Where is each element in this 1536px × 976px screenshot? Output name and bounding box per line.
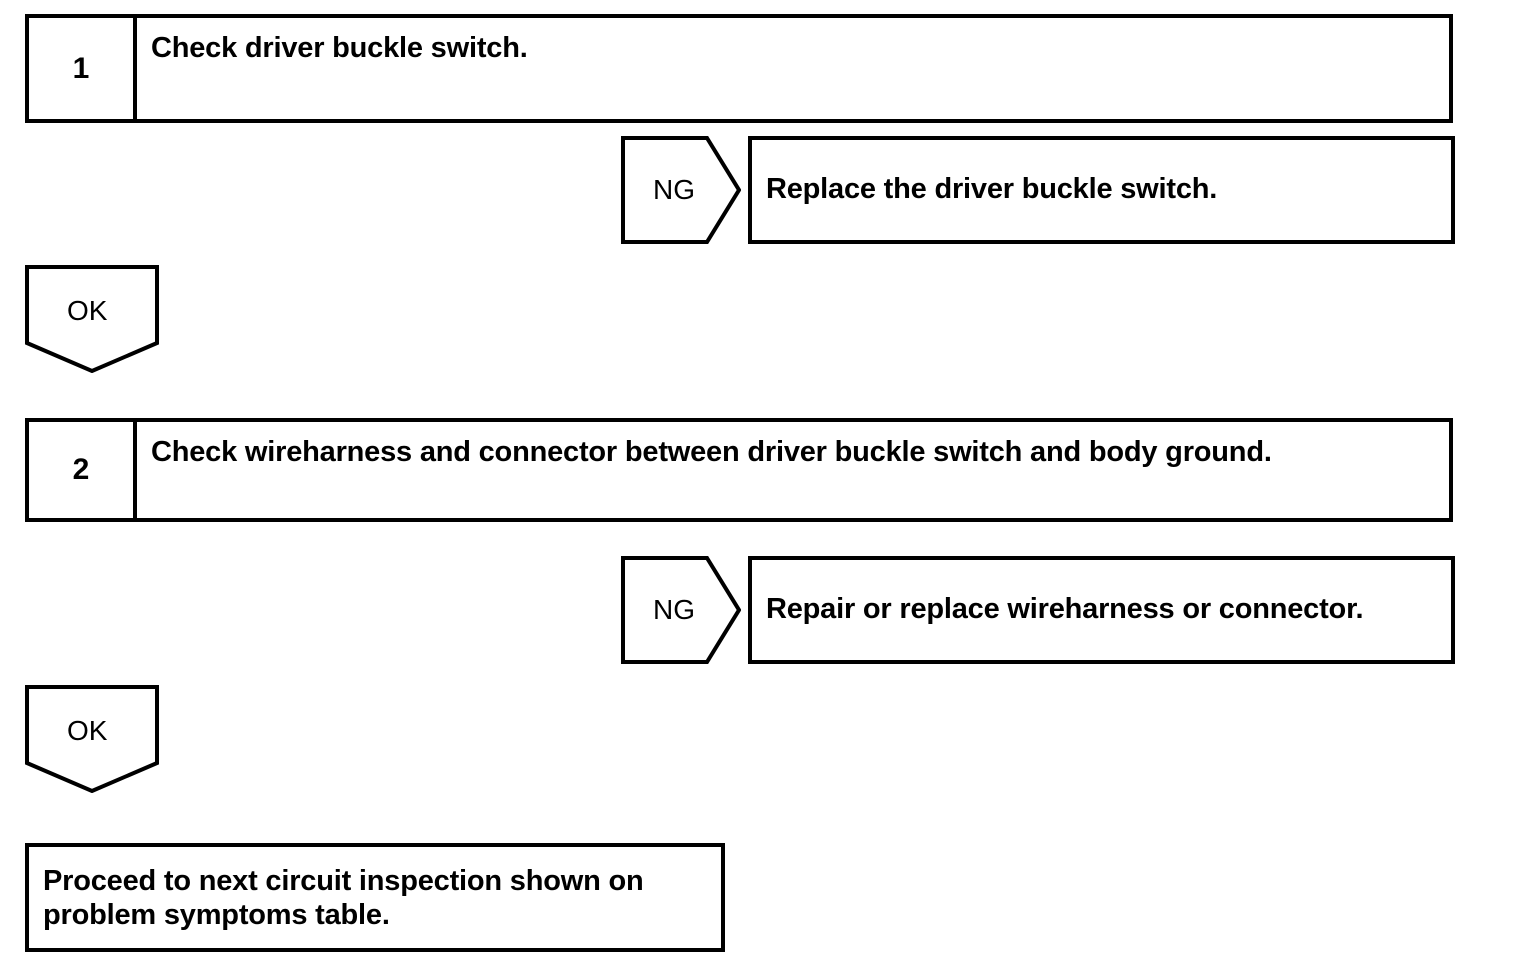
ok-arrow-shape bbox=[25, 685, 159, 793]
step-number-1: 1 bbox=[29, 18, 137, 119]
ng-arrow-shape bbox=[621, 136, 741, 244]
ok-tag-1[interactable]: OK bbox=[25, 265, 159, 373]
ng-action-box-1[interactable]: Replace the driver buckle switch. bbox=[748, 136, 1455, 244]
ok-tag-label-2: OK bbox=[67, 715, 108, 746]
ng-action-box-2[interactable]: Repair or replace wireharness or connect… bbox=[748, 556, 1455, 664]
ng-action-text-2: Repair or replace wireharness or connect… bbox=[766, 593, 1364, 626]
final-action-text: Proceed to next circuit inspection shown… bbox=[43, 865, 644, 931]
step-text-1: Check driver buckle switch. bbox=[151, 32, 528, 64]
ng-tag-2[interactable]: NG bbox=[621, 556, 741, 664]
ng-tag-1[interactable]: NG bbox=[621, 136, 741, 244]
final-action-box[interactable]: Proceed to next circuit inspection shown… bbox=[25, 843, 725, 952]
ng-tag-label-1: NG bbox=[653, 174, 695, 205]
step-number-2: 2 bbox=[29, 422, 137, 518]
ok-arrow-shape bbox=[25, 265, 159, 373]
ng-tag-label-2: NG bbox=[653, 594, 695, 625]
ok-tag-label-1: OK bbox=[67, 295, 108, 326]
ok-tag-2[interactable]: OK bbox=[25, 685, 159, 793]
ng-arrow-shape bbox=[621, 556, 741, 664]
step-box-1[interactable]: 1 Check driver buckle switch. bbox=[25, 14, 1453, 123]
step-box-2[interactable]: 2 Check wireharness and connector betwee… bbox=[25, 418, 1453, 522]
step-text-2: Check wireharness and connector between … bbox=[151, 436, 1272, 468]
ng-action-text-1: Replace the driver buckle switch. bbox=[766, 173, 1218, 206]
